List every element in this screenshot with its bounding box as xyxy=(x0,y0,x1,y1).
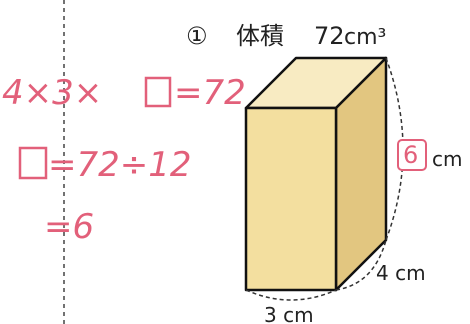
handwritten-line1-prefix: 4×3× xyxy=(2,73,102,113)
cuboid-figure xyxy=(244,56,388,292)
handwritten-line2-suffix: =72÷12 xyxy=(48,145,192,185)
depth-bracket xyxy=(335,239,387,291)
height-answer-box xyxy=(397,139,427,171)
problem-title: ① 体積 72 cm³ xyxy=(186,22,386,50)
height-answer: 6 xyxy=(403,141,418,169)
handwritten-work: 4×3× =72 =72÷12 =6 xyxy=(2,73,246,247)
width-bracket xyxy=(245,289,337,301)
height-unit: cm xyxy=(432,147,462,171)
problem-number: ① xyxy=(186,22,208,50)
cuboid-front-face xyxy=(244,106,338,292)
volume-unit: cm³ xyxy=(344,25,386,50)
depth-label: 4 cm xyxy=(376,261,426,285)
handwritten-blank-box-1 xyxy=(144,76,172,108)
width-label: 3 cm xyxy=(264,303,314,324)
volume-value: 72 xyxy=(314,22,345,50)
handwritten-line3: =6 xyxy=(44,207,94,247)
handwritten-blank-box-2 xyxy=(18,146,48,180)
volume-label: 体積 xyxy=(236,22,284,50)
handwritten-line1-suffix: =72 xyxy=(174,73,246,113)
